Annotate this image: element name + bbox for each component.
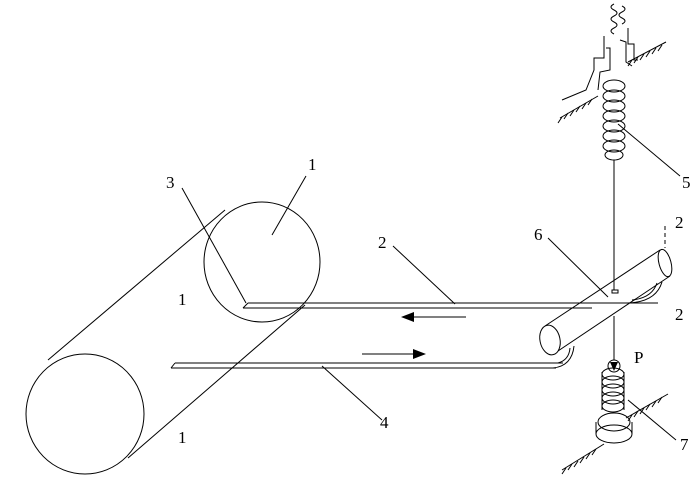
roller-6: [539, 226, 673, 356]
label-bottom-screw: 7: [680, 435, 689, 454]
label-spring: 5: [682, 173, 691, 192]
label-belt-lower: 4: [380, 413, 389, 432]
lower-belt: [170, 345, 575, 369]
label-roller-right-lower: 2: [675, 305, 684, 324]
label-belt-upper: 2: [378, 233, 387, 252]
direction-arrow-right: [362, 349, 426, 359]
leader-lines: [181, 123, 681, 441]
drum-top-edge: [47, 209, 226, 361]
bottom-screw: [561, 367, 669, 475]
label-drum-bottom: 1: [178, 428, 187, 447]
label-roller-right-upper: 2: [675, 213, 684, 232]
drum-far-end: [203, 201, 321, 323]
drum-bottom-edge: [127, 304, 306, 459]
direction-arrow-left: [401, 312, 466, 322]
label-3: 3: [166, 173, 175, 192]
roller-end: [539, 324, 561, 356]
label-drum-top: 1: [308, 155, 317, 174]
spring-assembly: [557, 3, 667, 360]
drum-near-end: [25, 353, 145, 475]
drum-cylinder: [25, 201, 321, 475]
label-roller-axis: 6: [534, 225, 543, 244]
upper-belt: [242, 302, 658, 309]
force-arrow: [607, 359, 621, 373]
label-force: P: [634, 348, 643, 367]
label-drum-side: 1: [178, 290, 187, 309]
